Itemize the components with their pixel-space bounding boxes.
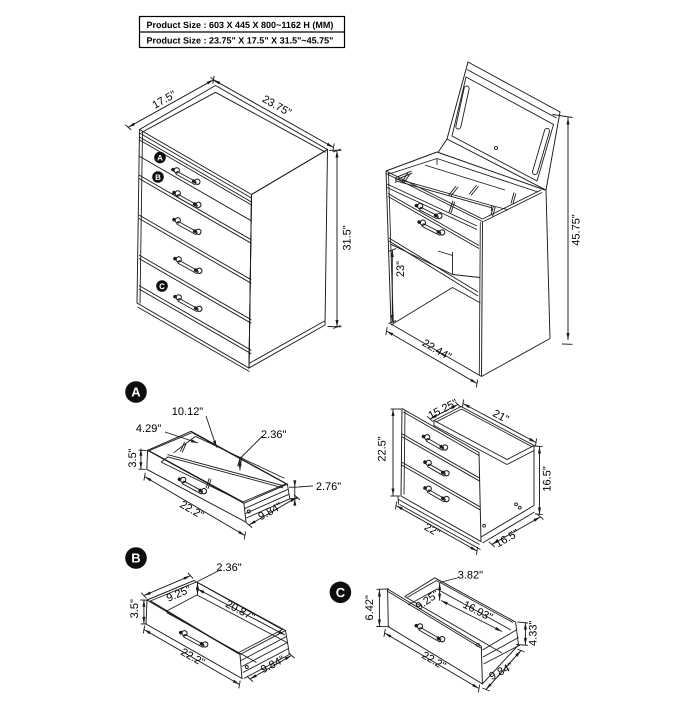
svg-text:10.12": 10.12" <box>172 406 204 418</box>
svg-text:2.36": 2.36" <box>216 562 241 574</box>
svg-text:23": 23" <box>395 261 407 277</box>
svg-text:3.5": 3.5" <box>127 448 139 467</box>
svg-text:A: A <box>131 385 141 400</box>
svg-text:4.33": 4.33" <box>527 621 539 646</box>
svg-text:22.2": 22.2" <box>420 650 448 673</box>
svg-text:A: A <box>157 153 163 162</box>
svg-text:Product Size : 603 X 445 X 800: Product Size : 603 X 445 X 800~1162 H (M… <box>147 20 334 30</box>
svg-text:9.84": 9.84" <box>259 654 287 676</box>
svg-text:22.2": 22.2" <box>179 646 207 669</box>
svg-text:31.5": 31.5" <box>341 225 353 250</box>
svg-text:22.2": 22.2" <box>178 499 206 522</box>
svg-text:C: C <box>336 585 346 600</box>
svg-text:9.84": 9.84" <box>487 661 515 683</box>
svg-text:16.5": 16.5" <box>493 527 521 550</box>
svg-text:Product Size : 23.75" X 17.5": Product Size : 23.75" X 17.5" X 31.5"~45… <box>147 35 334 45</box>
svg-text:C: C <box>159 282 165 291</box>
svg-text:B: B <box>131 551 140 566</box>
svg-text:22.44": 22.44" <box>420 337 453 363</box>
svg-text:3.5": 3.5" <box>129 599 141 618</box>
svg-text:9.84": 9.84" <box>256 500 284 523</box>
svg-text:2.76": 2.76" <box>316 481 341 493</box>
svg-text:20.87": 20.87" <box>223 598 256 623</box>
svg-text:4.29": 4.29" <box>136 423 161 435</box>
svg-text:6.42": 6.42" <box>364 595 376 620</box>
svg-text:45.75": 45.75" <box>570 214 582 246</box>
svg-text:22.5": 22.5" <box>376 436 388 461</box>
svg-text:B: B <box>155 173 161 182</box>
svg-text:2.36": 2.36" <box>261 429 286 441</box>
svg-text:9.25": 9.25" <box>165 584 193 605</box>
svg-text:17.5": 17.5" <box>150 89 178 112</box>
svg-text:22": 22" <box>422 521 442 539</box>
svg-text:9.25": 9.25" <box>414 589 442 613</box>
svg-text:21": 21" <box>491 408 511 426</box>
svg-text:16.5": 16.5" <box>541 466 553 491</box>
svg-text:3.82": 3.82" <box>458 570 483 582</box>
